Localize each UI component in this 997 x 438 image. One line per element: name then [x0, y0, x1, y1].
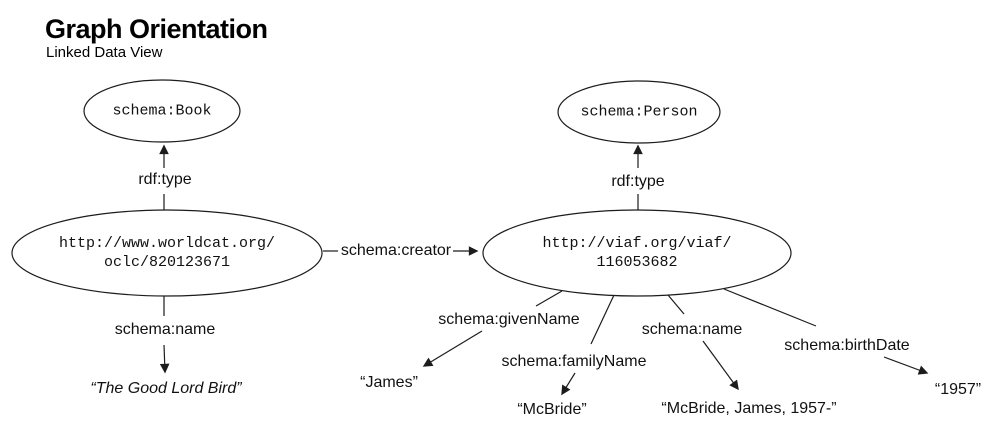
- node-viaf-label-line2: 116053682: [596, 254, 678, 271]
- edge-name-left-arrow: [159, 344, 170, 374]
- edge-label-book-type: rdf:type: [138, 171, 192, 188]
- page-title: Graph Orientation: [45, 14, 268, 44]
- literal-full-name: “McBride, James, 1957-”: [661, 400, 837, 417]
- literal-birth-date: “1957”: [934, 381, 982, 398]
- edge-familyname-arrow: [561, 372, 576, 396]
- edge-birthdate-line: [723, 288, 817, 327]
- literal-book-name: “The Good Lord Bird”: [90, 380, 242, 397]
- node-person-label: schema:Person: [580, 103, 698, 121]
- edge-label-birthdate: schema:birthDate: [784, 337, 910, 354]
- node-worldcat-label-line1: http://www.worldcat.org/: [58, 235, 276, 252]
- edge-name-right-line: [667, 294, 685, 315]
- edge-label-creator: schema:creator: [340, 242, 452, 259]
- edge-label-name-left: schema:name: [114, 321, 216, 338]
- edge-birthdate-arrow: [883, 356, 929, 375]
- page-subtitle: Linked Data View: [46, 44, 163, 61]
- edge-givenname-arrow: [422, 330, 483, 367]
- node-book-label: schema:Book: [112, 102, 212, 120]
- edge-familyname-line: [590, 294, 615, 345]
- edge-label-name-right: schema:name: [641, 321, 743, 338]
- node-viaf-label: http://viaf.org/viaf/ 116053682: [542, 234, 731, 272]
- node-worldcat-ellipse: [11, 209, 323, 297]
- node-worldcat-label: http://www.worldcat.org/ oclc/820123671: [59, 234, 275, 272]
- node-person-ellipse: [557, 80, 721, 144]
- node-viaf-ellipse: [482, 209, 792, 297]
- edge-label-givenname: schema:givenName: [438, 311, 580, 328]
- edge-label-person-type: rdf:type: [611, 173, 665, 190]
- edge-givenname-line: [535, 290, 563, 307]
- node-worldcat-label-line2: oclc/820123671: [103, 254, 231, 271]
- node-book-ellipse: [83, 79, 241, 143]
- edge-name-right-arrow: [702, 340, 739, 391]
- literal-family-name: “McBride”: [517, 401, 587, 418]
- edge-label-familyname: schema:familyName: [501, 353, 647, 370]
- literal-given-name: “James”: [360, 374, 418, 391]
- node-viaf-label-line1: http://viaf.org/viaf/: [542, 235, 732, 252]
